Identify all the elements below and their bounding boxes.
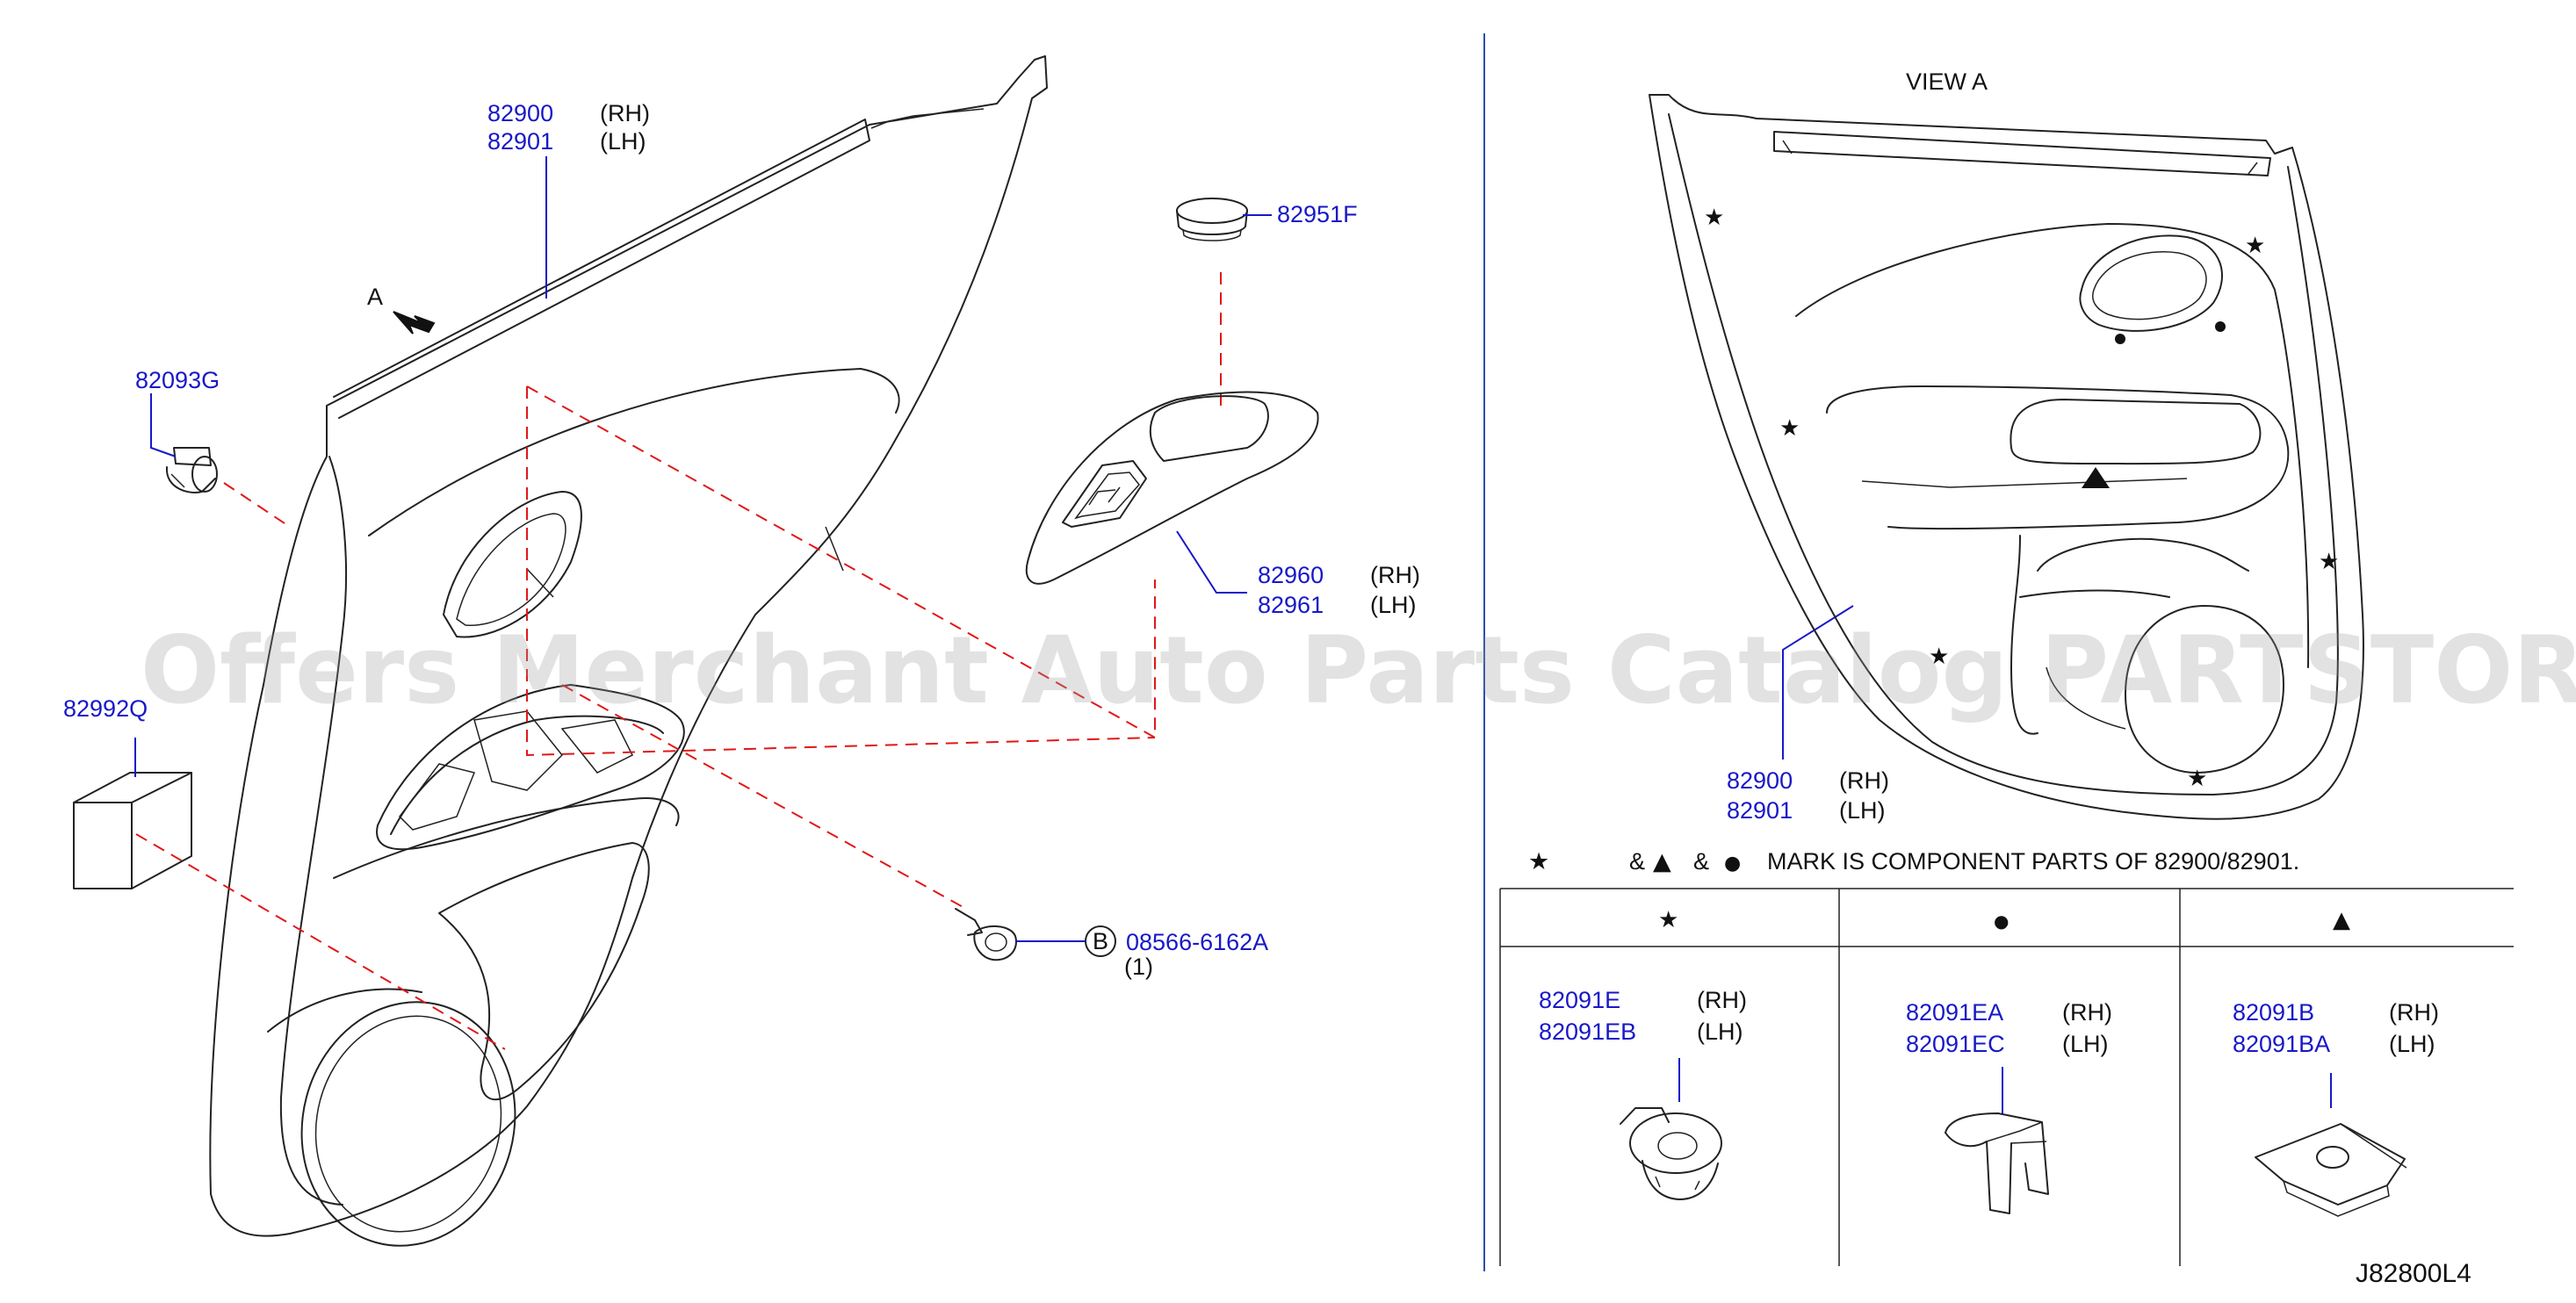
star-mark: ★ bbox=[1779, 415, 1800, 442]
view-a-trim-rh-side: (RH) bbox=[1839, 767, 1889, 794]
trim-lh-number: 82901 bbox=[487, 128, 553, 155]
clip2-rh-side: (RH) bbox=[2062, 999, 2112, 1026]
finisher-lh-side: (LH) bbox=[1370, 592, 1417, 618]
star-mark: ★ bbox=[2245, 233, 2265, 259]
callout-leaders bbox=[134, 156, 2332, 1113]
star-mark: ★ bbox=[2187, 766, 2207, 792]
clip-table: ★ ● ▲ 82091E (RH) 82091EB (LH) 82091EA (… bbox=[1499, 888, 2514, 1266]
legend-amp-2: & bbox=[1693, 848, 1709, 875]
star-mark: ★ bbox=[2319, 549, 2339, 575]
legend-text: MARK IS COMPONENT PARTS OF 82900/82901. bbox=[1767, 848, 2299, 875]
clip2-lh-number: 82091EC bbox=[1906, 1031, 2005, 1057]
view-arrow bbox=[393, 311, 436, 335]
view-a-title: VIEW A bbox=[1906, 68, 1988, 95]
legend-star: ★ bbox=[1528, 848, 1549, 875]
dot-mark bbox=[2215, 321, 2226, 332]
clip1-rh-number: 82091E bbox=[1539, 987, 1620, 1013]
watermark-text: Offers Merchant Auto Parts Catalog PARTS… bbox=[141, 616, 2576, 724]
col-symbol-dot: ● bbox=[1994, 911, 2009, 932]
legend-dot: ● bbox=[1724, 853, 1741, 875]
screw-number: 08566-6162A bbox=[1126, 929, 1268, 955]
screw-quantity: (1) bbox=[1124, 954, 1153, 980]
clip-drawing-flat bbox=[2255, 1123, 2407, 1217]
clip2-lh-side: (LH) bbox=[2062, 1031, 2109, 1057]
star-mark: ★ bbox=[1929, 644, 1949, 670]
trim-lh-side: (LH) bbox=[600, 128, 646, 155]
view-a-trim-rh-number: 82900 bbox=[1727, 767, 1793, 794]
view-a-trim-lh-side: (LH) bbox=[1839, 797, 1886, 824]
clip3-rh-side: (RH) bbox=[2389, 999, 2439, 1026]
screw-ref-letter: B bbox=[1093, 928, 1108, 954]
arrow-label-a: A bbox=[367, 284, 383, 310]
finisher-lh-number: 82961 bbox=[1258, 592, 1324, 618]
clip1-lh-number: 82091EB bbox=[1539, 1019, 1636, 1045]
legend-amp-1: & bbox=[1629, 848, 1645, 875]
clip3-rh-number: 82091B bbox=[2233, 999, 2314, 1026]
triangle-mark bbox=[2082, 467, 2110, 488]
view-a-panel: ★ ★ ★ ★ ★ ★ bbox=[1649, 94, 2364, 820]
switch-finisher bbox=[1025, 391, 1319, 585]
finisher-rh-number: 82960 bbox=[1258, 562, 1324, 588]
dashed-leaders bbox=[135, 272, 1222, 1050]
cap-part bbox=[1176, 198, 1248, 241]
legend-triangle: ▲ bbox=[1653, 848, 1671, 875]
clip1-lh-side: (LH) bbox=[1697, 1019, 1743, 1045]
clip3-lh-number: 82091BA bbox=[2233, 1031, 2330, 1057]
clip2-rh-number: 82091EA bbox=[1906, 999, 2003, 1026]
cap-number: 82951F bbox=[1277, 201, 1358, 227]
clip1-rh-side: (RH) bbox=[1697, 987, 1747, 1013]
pad-number: 82992Q bbox=[63, 695, 148, 722]
dot-mark bbox=[2115, 334, 2125, 344]
trim-rh-number: 82900 bbox=[487, 100, 553, 126]
grommet-number: 82093G bbox=[135, 367, 220, 393]
pad-part bbox=[73, 772, 192, 889]
screw-part bbox=[955, 908, 1116, 961]
clip-drawing-round bbox=[1620, 1107, 1722, 1200]
star-mark: ★ bbox=[1704, 205, 1724, 231]
diagram-code: J82800L4 bbox=[2356, 1259, 2471, 1288]
finisher-rh-side: (RH) bbox=[1370, 562, 1420, 588]
col-symbol-triangle: ▲ bbox=[2333, 907, 2350, 933]
clip3-lh-side: (LH) bbox=[2389, 1031, 2435, 1057]
grommet-part bbox=[165, 447, 218, 493]
legend-line: ★ & ▲ & ● MARK IS COMPONENT PARTS OF 829… bbox=[1528, 848, 2299, 875]
door-trim-panel bbox=[209, 55, 1048, 1247]
view-a-trim-lh-number: 82901 bbox=[1727, 797, 1793, 824]
trim-rh-side: (RH) bbox=[600, 100, 650, 126]
col-symbol-star: ★ bbox=[1658, 907, 1678, 933]
clip-drawing-bracket bbox=[1945, 1112, 2049, 1214]
